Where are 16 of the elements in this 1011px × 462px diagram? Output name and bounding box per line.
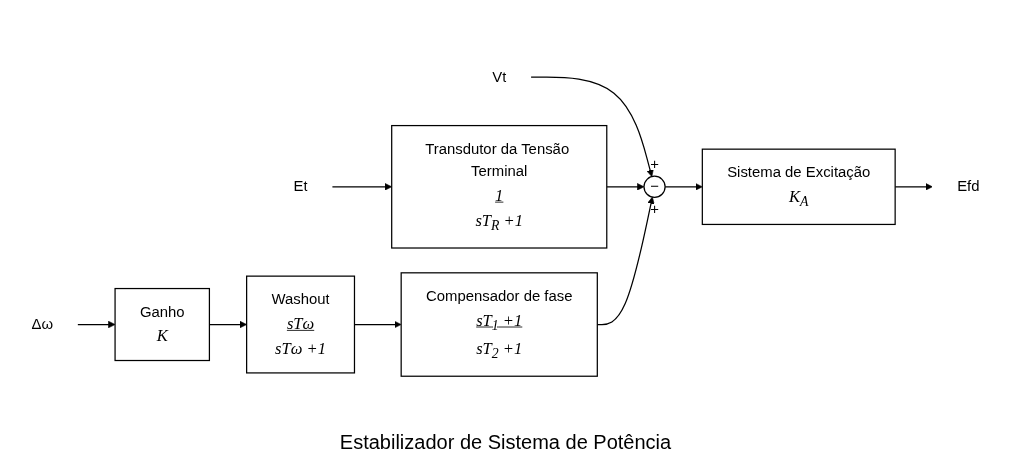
arrow xyxy=(606,182,645,190)
node-text: Δω xyxy=(31,315,54,332)
node-text: Vt xyxy=(492,68,507,85)
node-text: Et xyxy=(293,177,308,195)
node-box: Transdutor da Tensão Terminal 1 sT$_{R}$ +1 xyxy=(391,124,608,249)
node-box: Compensador de fase sT$_{1}$ +1 sT$_{2}$ +1 xyxy=(400,271,598,377)
node-circle: − xyxy=(643,175,666,198)
node-box: Sistema de Excitação K$_{A}$ xyxy=(701,148,896,225)
node-box: Ganho K xyxy=(114,287,211,361)
caption: Estabilizador de Sistema de Potência xyxy=(339,431,672,454)
node-label: + xyxy=(650,200,659,217)
node-text: Efd xyxy=(957,177,980,195)
arrow xyxy=(77,320,116,328)
node-box: Washout sTω sTω +1 xyxy=(246,275,356,374)
node-label: + xyxy=(650,155,659,172)
arrow xyxy=(530,76,654,177)
